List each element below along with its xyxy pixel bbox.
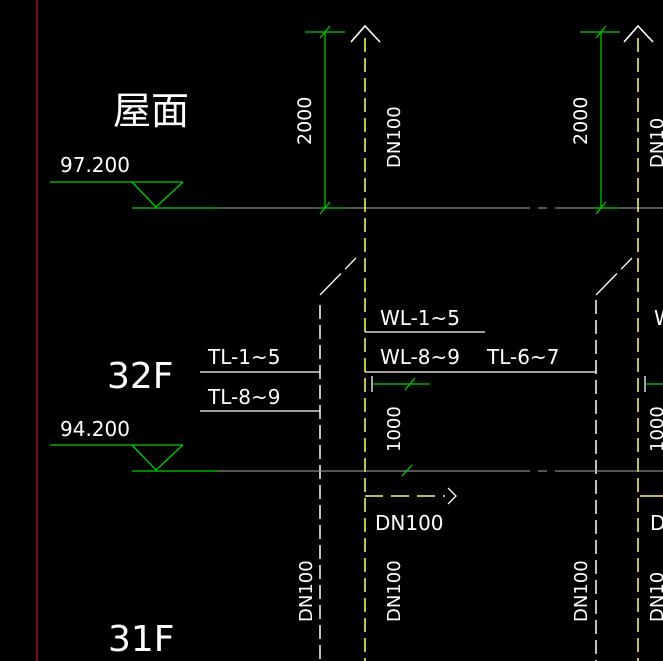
dimension-roof-right: 2000 <box>570 25 620 215</box>
pipe-size-vent-roof: DN100 <box>384 106 405 168</box>
pipe-size-branch-outlet: DN100 <box>375 511 444 535</box>
pipe-label-tl-8-9: TL-8~9 <box>207 385 280 409</box>
floor-label-31f: 31F <box>108 619 175 660</box>
floor-label-roof: 屋面 <box>113 89 189 133</box>
dimension-roof-vent-right: 2000 <box>570 97 592 145</box>
elevation-32f: 94.200 <box>60 417 130 441</box>
outlet-branch <box>365 487 663 505</box>
pipe-size-stack-left: DN100 <box>296 560 317 622</box>
pipe-size-branch-outlet-right: D <box>650 511 663 535</box>
pipe-size-stack-right: DN100 <box>571 560 592 622</box>
vent-cap-right-icon <box>623 24 654 43</box>
pipe-label-wl-8-9: WL-8~9 <box>380 345 460 369</box>
elevation-marker-roof: 97.200 <box>50 153 218 209</box>
pipe-label-tl-1-5: TL-1~5 <box>207 345 280 369</box>
pipe-size-vent-roof-right: DN10 <box>647 118 663 168</box>
pipe-label-wl-cut: W <box>654 306 663 330</box>
pipe-size-stack-far-right: DN10 <box>647 572 663 622</box>
dimension-roof-left: 2000 <box>294 25 345 215</box>
pipe-size-stack-mid: DN100 <box>384 560 405 622</box>
branch-fitting-right <box>644 376 663 392</box>
floor-label-32f: 32F <box>107 356 174 397</box>
pipe-label-wl-1-5: WL-1~5 <box>380 306 460 330</box>
offset-connector-right <box>595 257 633 296</box>
dimension-roof-vent-left: 2000 <box>294 97 316 145</box>
elevation-marker-32f: 94.200 <box>50 417 218 472</box>
dimension-branch-height-right: 1000 <box>647 406 663 452</box>
elevation-roof: 97.200 <box>60 153 130 177</box>
vent-cap-left-icon <box>350 24 381 43</box>
dimension-branch-height: 1000 <box>384 406 405 452</box>
branch-fitting-left <box>371 376 430 392</box>
pipe-label-tl-6-7: TL-6~7 <box>486 345 559 369</box>
offset-connector-left <box>319 257 357 296</box>
floor-line-32f <box>218 464 663 477</box>
